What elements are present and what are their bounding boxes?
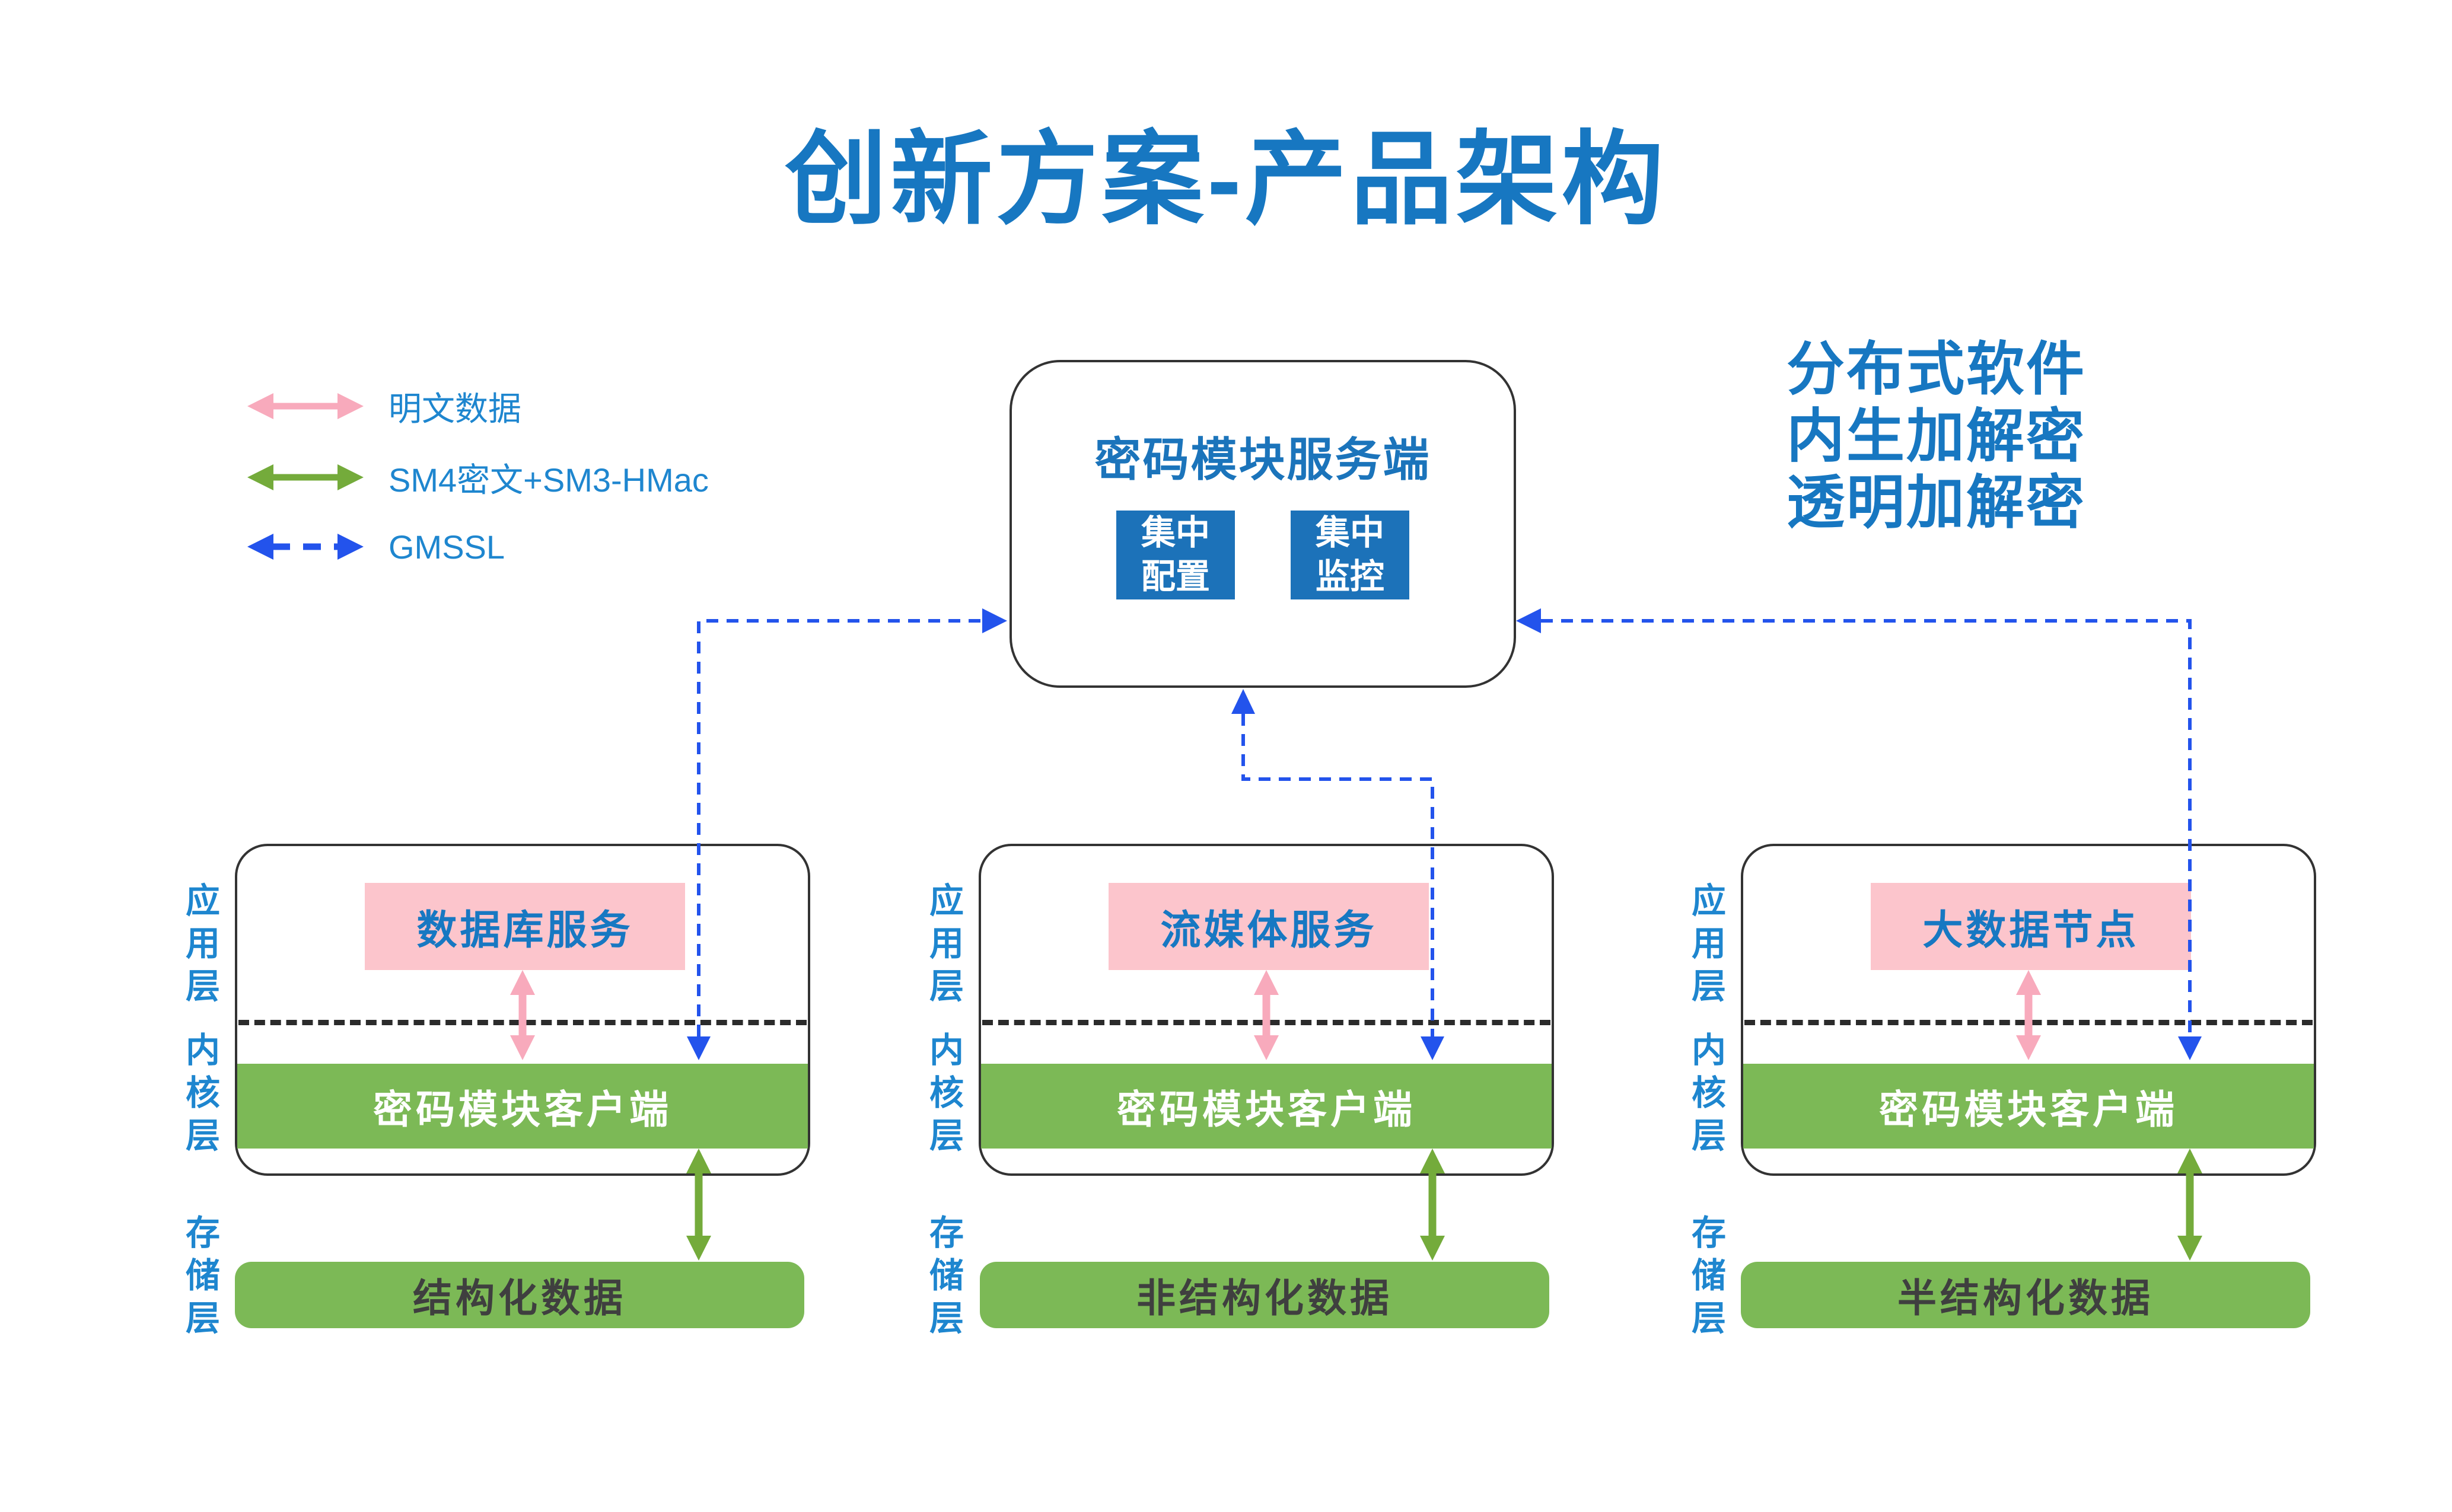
storage-bar-structured: 结构化数据 bbox=[235, 1262, 804, 1328]
blue-dashed-double-arrow-icon bbox=[247, 534, 364, 560]
storage-bar-unstructured: 非结构化数据 bbox=[980, 1262, 1549, 1328]
storage-bar-semistructured: 半结构化数据 bbox=[1741, 1262, 2310, 1328]
layer-label-storage-g1: 存储层 bbox=[180, 1214, 219, 1342]
layer-label-app-g2: 应用层 bbox=[924, 882, 963, 1010]
host-group-database: 数据库服务 密码模块客户端 bbox=[235, 844, 810, 1176]
page-title: 创新方案-产品架构 bbox=[785, 123, 1667, 237]
central-monitor-box: 集中 监控 bbox=[1291, 511, 1409, 599]
legend-label-plaintext: 明文数据 bbox=[389, 390, 521, 428]
feature-highlights: 分布式软件 内生加解密 透明加解密 bbox=[1787, 336, 2086, 536]
host-group-streaming: 流媒体服务 密码模块客户端 bbox=[979, 844, 1554, 1176]
feature-line-2: 内生加解密 bbox=[1787, 403, 2087, 468]
legend-item-gmssl: GMSSL bbox=[246, 528, 505, 566]
kernel-boundary-dashed-line bbox=[238, 1020, 807, 1025]
kernel-boundary-dashed-line bbox=[1744, 1020, 2313, 1025]
crypto-client-band-bigdata: 密码模块客户端 bbox=[1743, 1064, 2314, 1149]
layer-label-app-g3: 应用层 bbox=[1686, 882, 1725, 1010]
legend-item-plaintext: 明文数据 bbox=[246, 387, 521, 428]
app-service-box-streaming: 流媒体服务 bbox=[1109, 883, 1429, 970]
layer-label-storage-g3: 存储层 bbox=[1686, 1214, 1725, 1342]
kernel-boundary-dashed-line bbox=[982, 1020, 1550, 1025]
crypto-client-band-database: 密码模块客户端 bbox=[237, 1064, 808, 1149]
layer-label-kernel-g3: 内核层 bbox=[1686, 1032, 1725, 1160]
layer-label-kernel-g2: 内核层 bbox=[924, 1032, 963, 1160]
crypto-server-modules: 集中 配置 集中 监控 bbox=[1012, 511, 1514, 599]
layer-label-kernel-g1: 内核层 bbox=[180, 1032, 219, 1160]
green-double-arrow-icon bbox=[247, 464, 364, 490]
legend-label-sm4: SM4密文+SM3-HMac bbox=[389, 461, 709, 499]
layer-label-storage-g2: 存储层 bbox=[924, 1214, 963, 1342]
feature-line-1: 分布式软件 bbox=[1787, 336, 2087, 401]
pink-double-arrow-icon bbox=[247, 393, 364, 419]
crypto-server-title: 密码模块服务端 bbox=[1094, 433, 1431, 486]
crypto-client-band-streaming: 密码模块客户端 bbox=[981, 1064, 1552, 1149]
legend-item-sm4: SM4密文+SM3-HMac bbox=[246, 458, 709, 499]
layer-label-app-g1: 应用层 bbox=[180, 882, 219, 1010]
host-group-bigdata: 大数据节点 密码模块客户端 bbox=[1741, 844, 2316, 1176]
crypto-server-box: 密码模块服务端 集中 配置 集中 监控 bbox=[1010, 360, 1516, 688]
app-service-box-bigdata: 大数据节点 bbox=[1871, 883, 2191, 970]
legend-label-gmssl: GMSSL bbox=[389, 528, 505, 566]
feature-line-3: 透明加解密 bbox=[1787, 470, 2087, 535]
app-service-box-database: 数据库服务 bbox=[365, 883, 685, 970]
central-config-box: 集中 配置 bbox=[1116, 511, 1235, 599]
